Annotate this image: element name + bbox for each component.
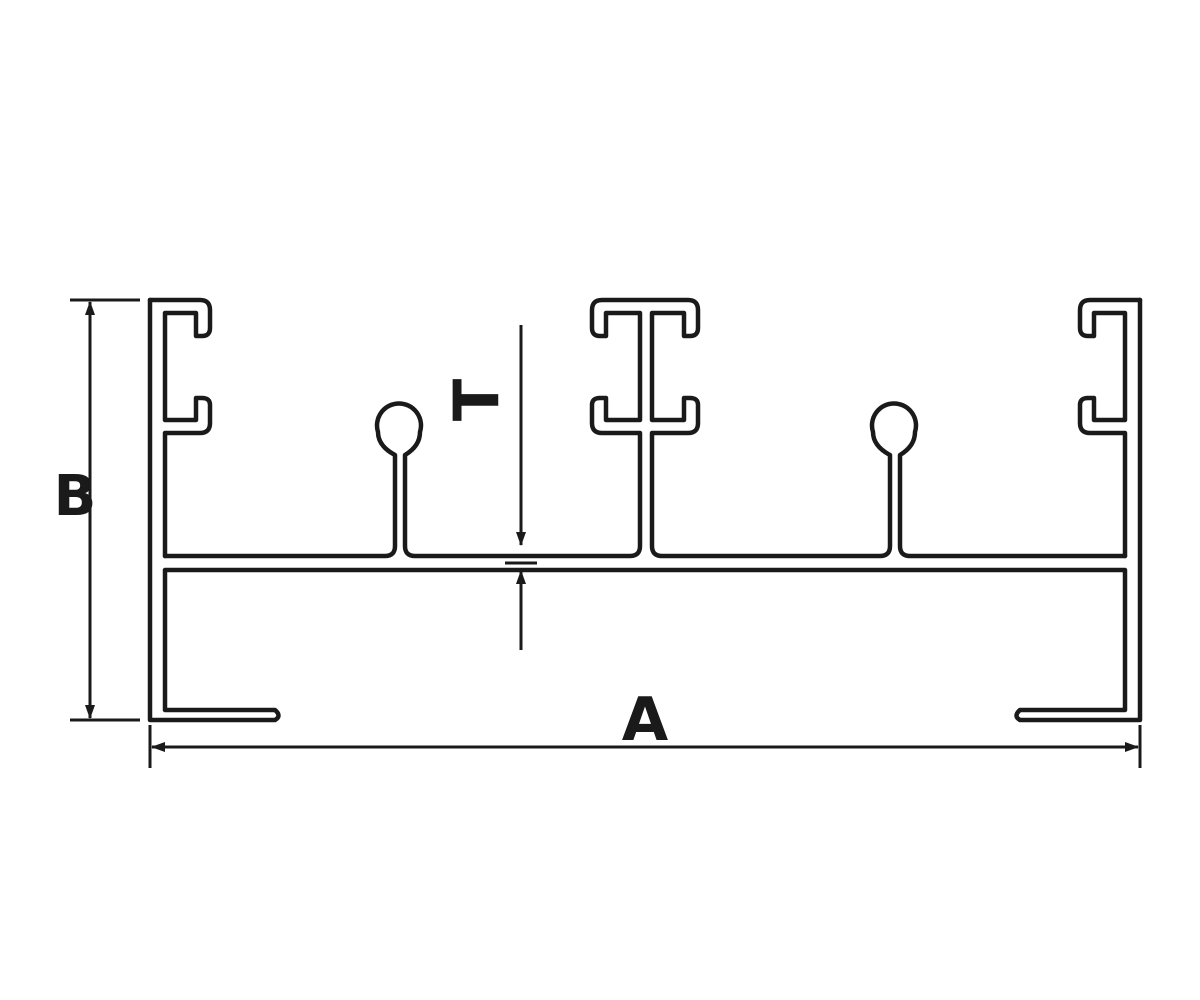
height-label: B bbox=[54, 464, 97, 529]
height-dimension bbox=[70, 298, 140, 722]
left-outer-wall bbox=[147, 297, 1143, 723]
thickness-label: T bbox=[440, 379, 513, 421]
width-dimension bbox=[148, 725, 1142, 768]
left-c-channel bbox=[147, 297, 213, 559]
profile-cross-section bbox=[147, 297, 1143, 723]
width-label: A bbox=[622, 685, 669, 755]
right-c-channel bbox=[1077, 297, 1143, 559]
divider-plate bbox=[162, 297, 1128, 559]
thickness-dimension bbox=[505, 325, 537, 650]
